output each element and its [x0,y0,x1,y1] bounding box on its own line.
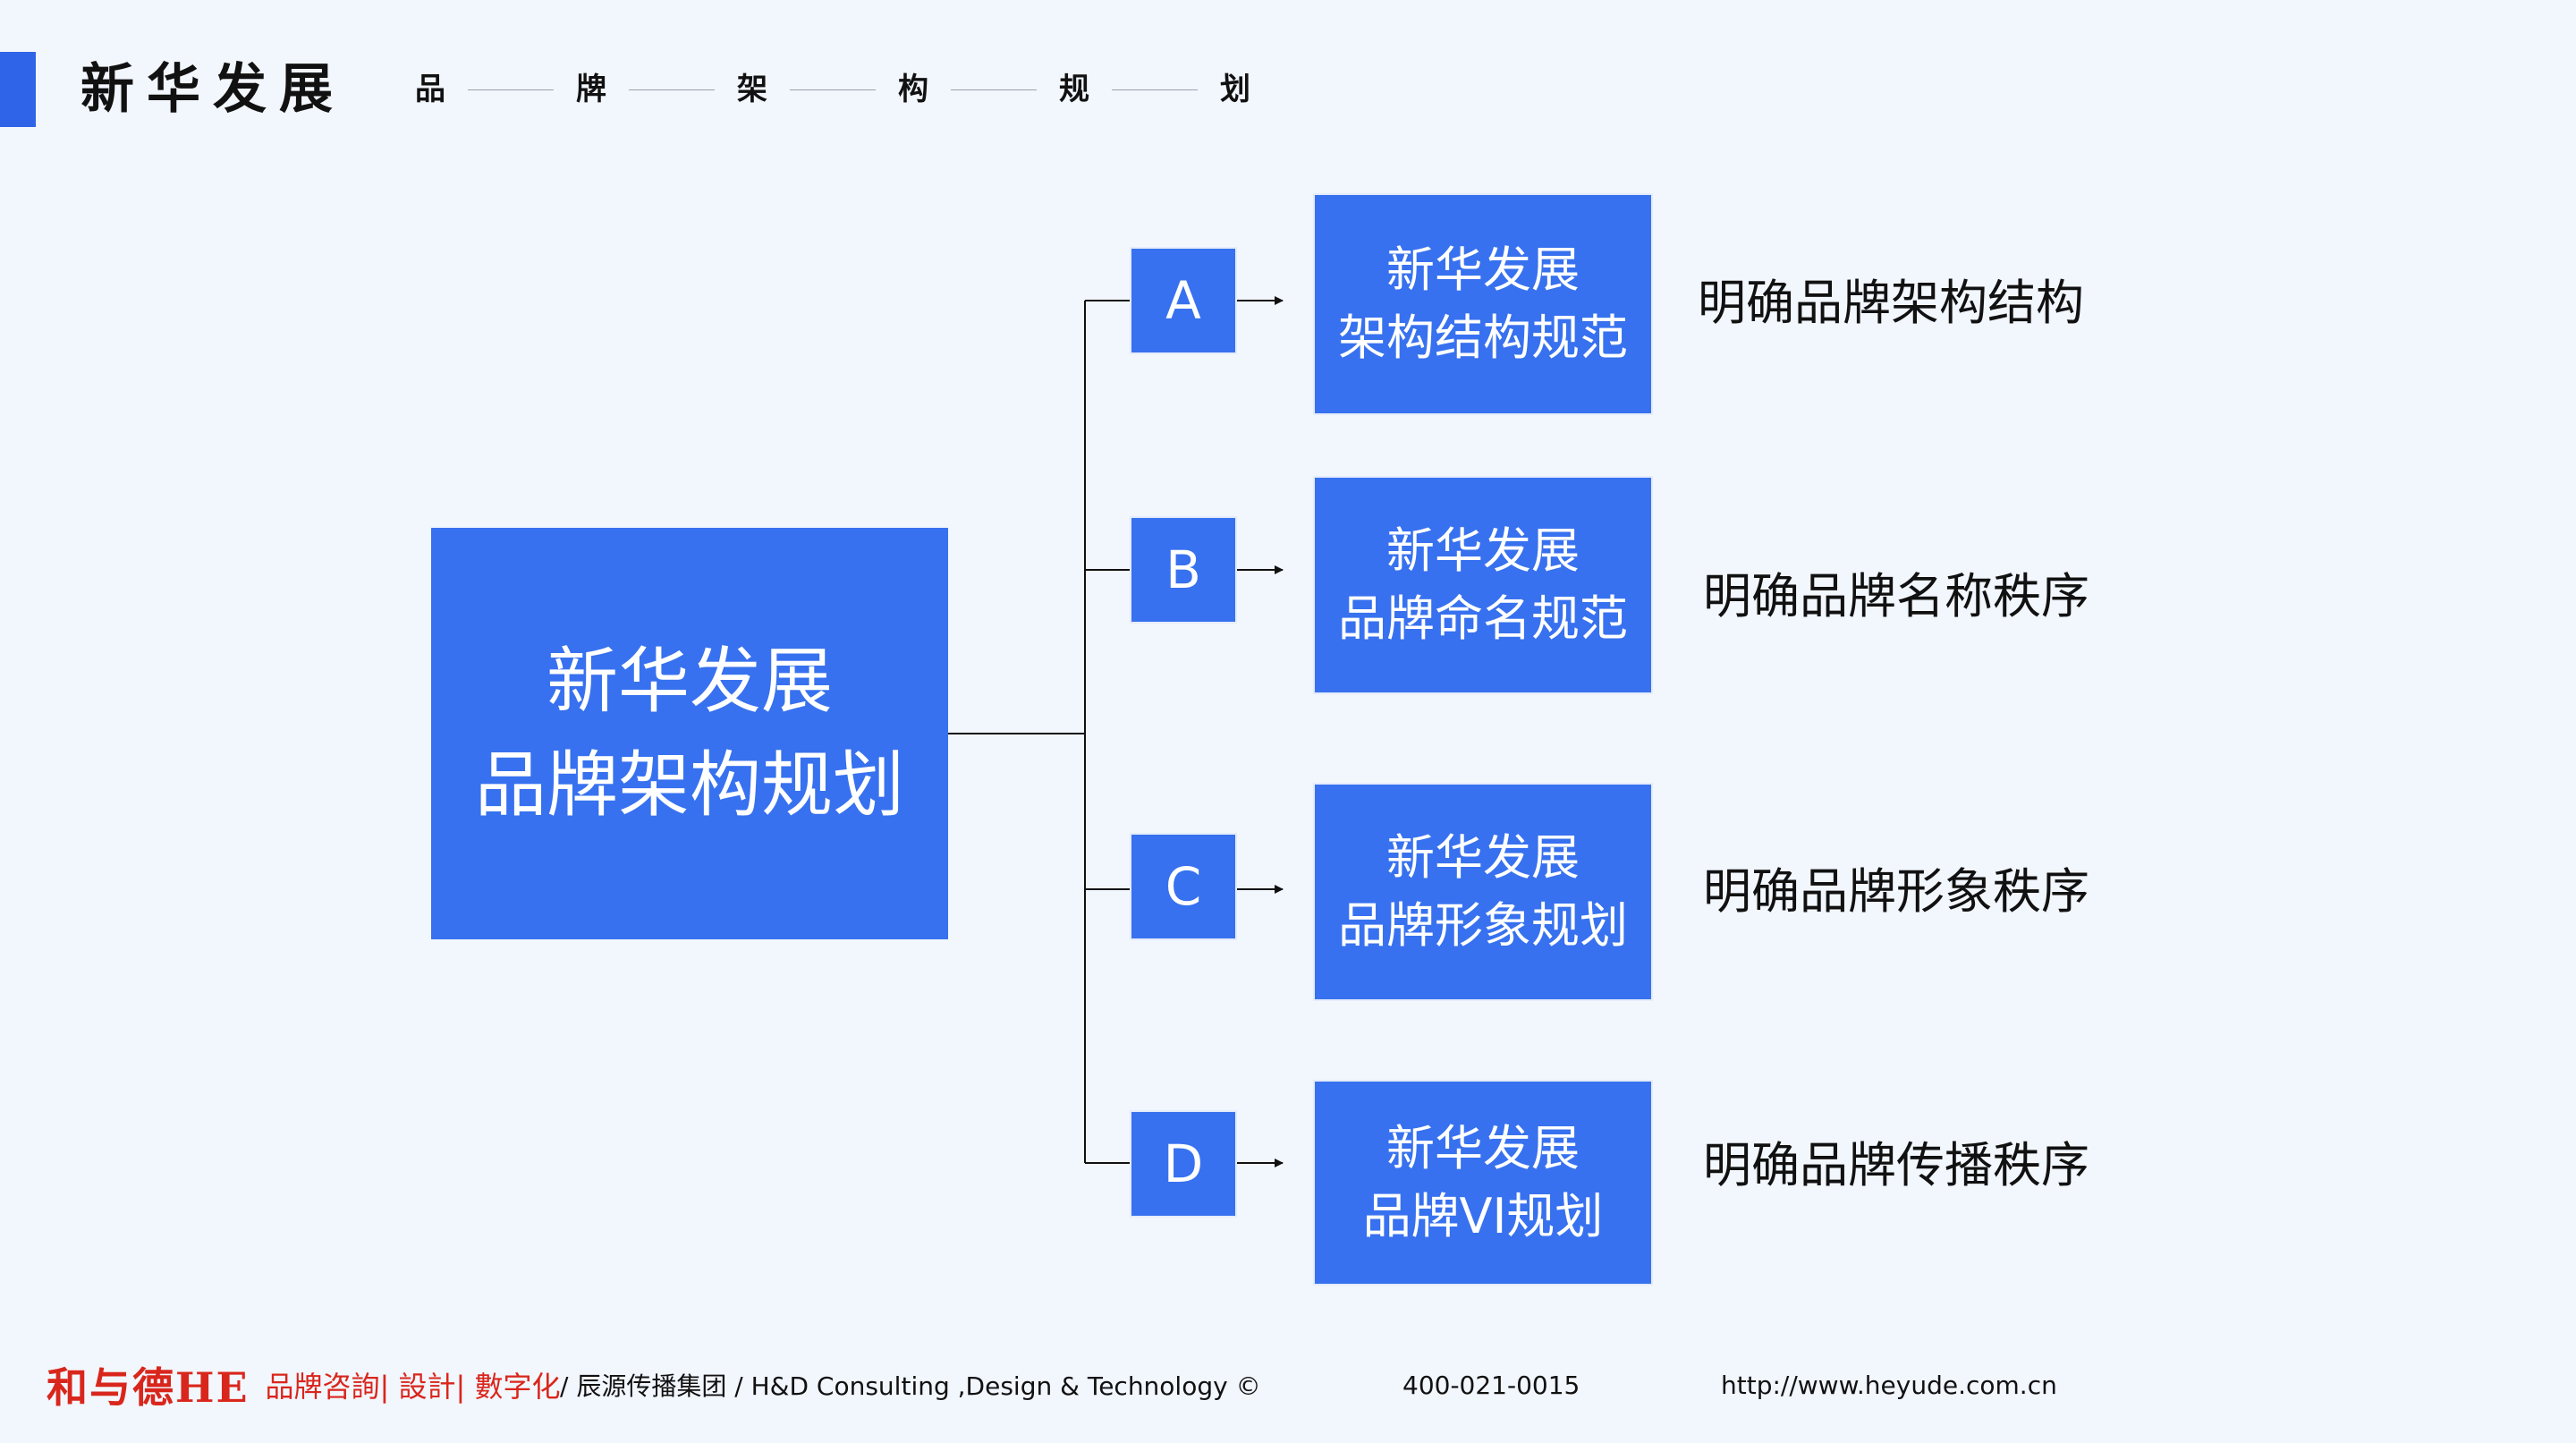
company-logo: 和与德HE [47,1363,250,1412]
subtitle-char: 划 [1220,72,1250,107]
branch-description-a: 明确品牌架构结构 [1698,275,2084,331]
branch-description-c: 明确品牌形象秩序 [1703,863,2089,920]
subtitle-char: 规 [1059,72,1089,107]
letter-badge-label: B [1165,539,1201,600]
letter-badge-c: C [1130,833,1237,940]
child-node-line1: 新华发展 [1386,1120,1580,1176]
letter-badge-label: A [1165,270,1201,331]
child-node-line2: 品牌形象规划 [1338,897,1628,954]
company-info: / 辰源传播集团 / H&D Consulting ,Design & Tech… [560,1371,1261,1401]
footer-phone: 400-021-0015 [1402,1358,1580,1412]
child-node-b: 新华发展 品牌命名规范 [1313,476,1653,694]
root-node-line2: 品牌架构规划 [475,743,904,827]
letter-badge-a: A [1130,247,1237,354]
branch-description-d: 明确品牌传播秩序 [1703,1137,2089,1193]
subtitle-divider [629,89,715,90]
logo-tagline: 品牌咨詢| 設計| 數字化 [265,1370,561,1404]
letter-badge-label: C [1165,856,1202,917]
letter-badge-d: D [1130,1110,1237,1218]
phone-number: 400-021-0015 [1402,1370,1580,1400]
root-node-line1: 新华发展 [547,640,833,723]
header-accent-bar [0,52,36,127]
child-node-c: 新华发展 品牌形象规划 [1313,783,1653,1001]
subtitle-divider [468,89,554,90]
branch-description-b: 明确品牌名称秩序 [1703,568,2089,624]
website-link[interactable]: http://www.heyude.com.cn [1721,1370,2057,1400]
footer-logo: 和与德HE 品牌咨詢| 設計| 數字化 [47,1358,560,1412]
footer-website: http://www.heyude.com.cn [1721,1358,2057,1412]
subtitle-divider [1112,89,1198,90]
subtitle-char: 架 [737,72,767,107]
child-node-a: 新华发展 架构结构规范 [1313,193,1653,415]
child-node-line2: 品牌VI规划 [1362,1188,1604,1244]
letter-badge-label: D [1163,1133,1204,1194]
letter-badge-b: B [1130,516,1237,624]
child-node-line2: 品牌命名规范 [1338,590,1628,647]
subtitle-char: 构 [898,72,928,107]
child-node-line1: 新华发展 [1386,522,1580,579]
subtitle-char: 品 [415,72,445,107]
child-node-d: 新华发展 品牌VI规划 [1313,1080,1653,1286]
page-title: 新华发展 [80,58,345,121]
subtitle-divider [951,89,1037,90]
child-node-line1: 新华发展 [1386,242,1580,298]
child-node-line1: 新华发展 [1386,829,1580,886]
footer-company: / 辰源传播集团 / H&D Consulting ,Design & Tech… [560,1358,1261,1412]
subtitle-divider [790,89,876,90]
root-node: 新华发展 品牌架构规划 [431,528,948,939]
child-node-line2: 架构结构规范 [1338,310,1628,366]
subtitle: 品 牌 架 构 规 划 [415,72,1250,107]
subtitle-char: 牌 [576,72,606,107]
